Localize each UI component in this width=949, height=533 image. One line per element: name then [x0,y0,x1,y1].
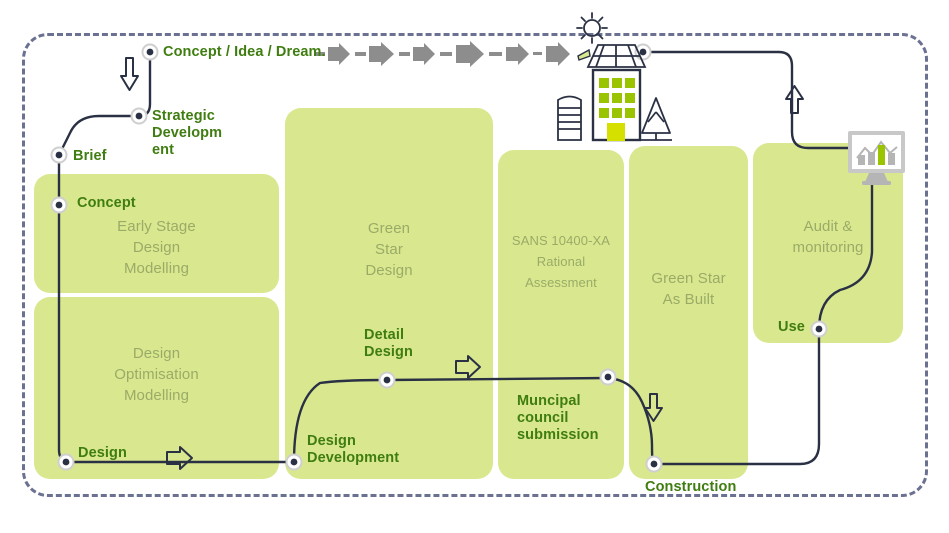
card-label: Green Star Design [365,220,413,279]
card-label: Audit & monitoring [792,218,864,256]
card-sans-rational-assessment[interactable]: SANS 10400-XA Rational Assessment [498,150,624,479]
label-strategic-development: Strategic Developm ent [152,108,223,158]
card-label: Early Stage Design Modelling [117,218,196,277]
card-label: SANS 10400-XA Rational Assessment [511,233,611,290]
label-concept: Concept [77,195,136,211]
diagram-boundary [22,33,928,497]
label-detail-design: Detail Design [364,327,413,360]
label-municipal-council-submission: Muncipal council submission [517,393,599,443]
label-design: Design [78,445,127,461]
card-audit-and-monitoring[interactable]: Audit & monitoring [753,143,903,343]
card-label: Design Optimisation Modelling [114,345,199,404]
card-label: Green Star As Built [651,270,726,308]
label-design-development: Design Development [307,433,400,466]
card-design-optimisation-modelling[interactable]: Design Optimisation Modelling [34,297,279,479]
label-construction: Construction [645,479,737,495]
label-use: Use [778,319,805,335]
card-early-stage-design-modelling[interactable]: Early Stage Design Modelling [34,174,279,293]
card-green-star-design[interactable]: Green Star Design [285,108,493,479]
label-concept-idea-dream: Concept / Idea / Dream. [163,44,326,60]
card-green-star-as-built[interactable]: Green Star As Built [629,146,748,479]
label-brief: Brief [73,148,107,164]
